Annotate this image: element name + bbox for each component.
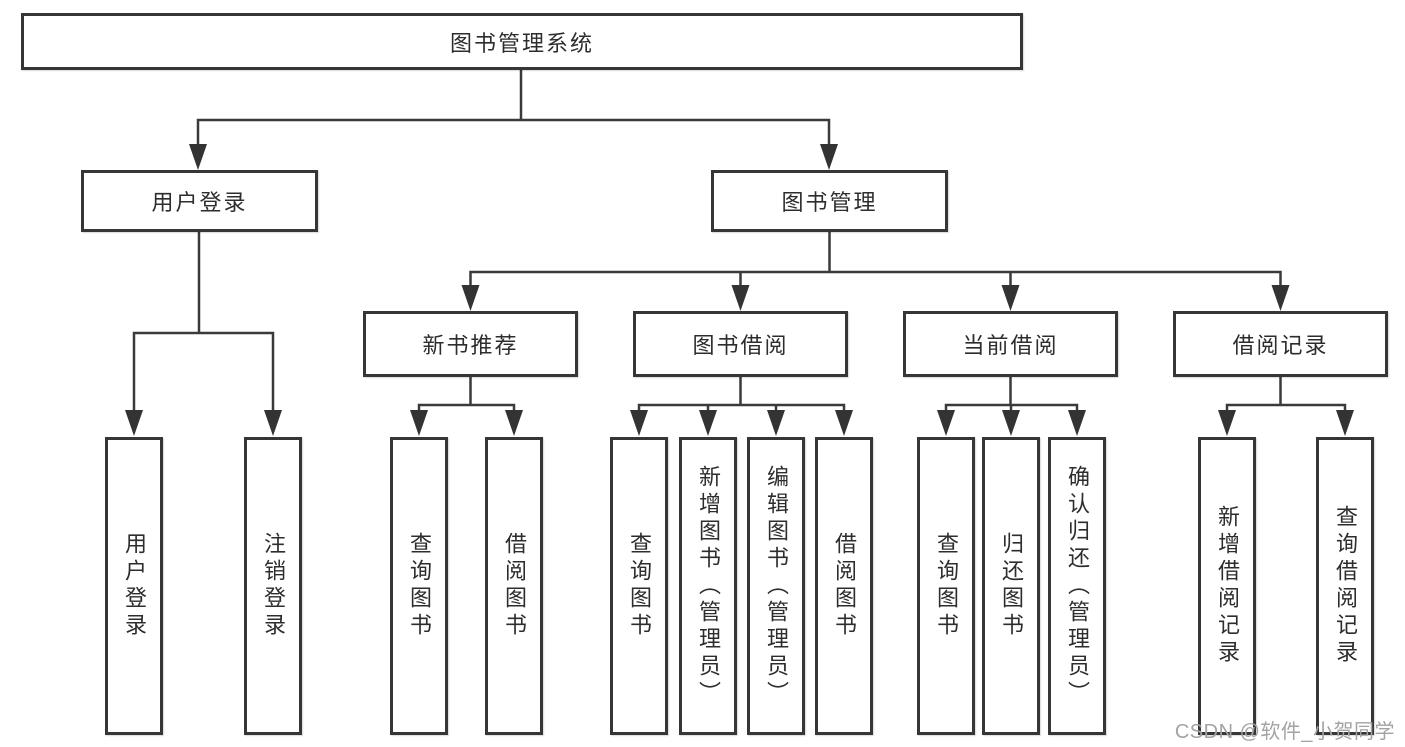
- arrowhead-icon: [767, 410, 785, 436]
- leaf-confirm-return-admin: 确认归还（管理员）: [1048, 437, 1106, 735]
- leaf-query-books-2: 查询图书: [610, 437, 668, 735]
- connector-newbook-to-leaves: [417, 377, 516, 413]
- node-label: 图书管理系统: [449, 30, 594, 56]
- node-label: 查询图书: [407, 532, 432, 640]
- node-book-management: 图书管理: [711, 170, 948, 232]
- node-book-borrowing: 图书借阅: [633, 311, 848, 377]
- leaf-query-books: 查询图书: [390, 437, 448, 735]
- node-label: 新增图书（管理员）: [696, 464, 721, 708]
- leaf-add-borrow-record: 新增借阅记录: [1198, 437, 1256, 735]
- arrowhead-icon: [1271, 285, 1290, 311]
- node-label: 新书推荐: [422, 333, 519, 358]
- arrowhead-icon: [699, 410, 717, 436]
- arrowhead-icon: [937, 410, 955, 436]
- node-label: 借阅图书: [832, 532, 857, 640]
- node-label: 查询借阅记录: [1333, 505, 1358, 667]
- connector-root-to-level2: [196, 70, 831, 147]
- node-label: 借阅图书: [502, 532, 527, 640]
- arrowhead-icon: [835, 410, 853, 436]
- arrowheads: [125, 144, 1354, 436]
- connector-records-to-leaves: [1225, 377, 1347, 413]
- arrowhead-icon: [820, 144, 838, 170]
- node-new-book-recommendation: 新书推荐: [363, 311, 578, 377]
- arrowhead-icon: [505, 410, 523, 436]
- arrowhead-icon: [410, 410, 428, 436]
- node-current-borrowing: 当前借阅: [903, 311, 1118, 377]
- arrowhead-icon: [461, 285, 480, 311]
- arrowhead-icon: [1336, 410, 1354, 436]
- connector-bookmgmt-to-level3: [469, 232, 1282, 289]
- leaf-borrow-books-2: 借阅图书: [815, 437, 873, 735]
- arrowhead-icon: [630, 410, 648, 436]
- connector-borrowing-to-leaves: [637, 377, 846, 413]
- node-label: 查询图书: [627, 532, 652, 640]
- csdn-watermark: CSDN @软件_小贺同学: [1174, 721, 1395, 743]
- leaf-user-login: 用户登录: [105, 437, 163, 735]
- node-library-management-system: 图书管理系统: [21, 13, 1023, 70]
- arrowhead-icon: [1002, 410, 1020, 436]
- leaf-add-books-admin: 新增图书（管理员）: [679, 437, 737, 735]
- node-label: 借阅记录: [1232, 333, 1329, 358]
- leaf-borrow-books: 借阅图书: [485, 437, 543, 735]
- node-label: 图书借阅: [692, 333, 789, 358]
- connector-current-to-leaves: [944, 377, 1079, 413]
- leaf-query-borrow-record: 查询借阅记录: [1316, 437, 1374, 735]
- arrowhead-icon: [125, 410, 143, 436]
- leaf-edit-books-admin: 编辑图书（管理员）: [747, 437, 805, 735]
- node-label: 归还图书: [999, 532, 1024, 640]
- arrowhead-icon: [1001, 285, 1020, 311]
- leaf-query-books-3: 查询图书: [917, 437, 975, 735]
- node-label: 查询图书: [934, 532, 959, 640]
- leaf-return-books: 归还图书: [982, 437, 1040, 735]
- arrowhead-icon: [1218, 410, 1236, 436]
- node-label: 确认归还（管理员）: [1065, 464, 1090, 708]
- node-label: 用户登录: [151, 190, 248, 215]
- node-label: 当前借阅: [962, 333, 1059, 358]
- arrowhead-icon: [189, 144, 207, 170]
- arrowhead-icon: [731, 285, 750, 311]
- connector-userlogin-to-leaves: [132, 232, 275, 413]
- node-label: 图书管理: [781, 190, 878, 215]
- arrowhead-icon: [1068, 410, 1086, 436]
- node-label: 用户登录: [122, 532, 147, 640]
- leaf-logout: 注销登录: [244, 437, 302, 735]
- node-user-login: 用户登录: [81, 170, 318, 232]
- node-label: 注销登录: [261, 532, 286, 640]
- arrowhead-icon: [264, 410, 282, 436]
- node-label: 编辑图书（管理员）: [764, 464, 789, 708]
- node-label: 新增借阅记录: [1215, 505, 1240, 667]
- node-borrowing-records: 借阅记录: [1173, 311, 1388, 377]
